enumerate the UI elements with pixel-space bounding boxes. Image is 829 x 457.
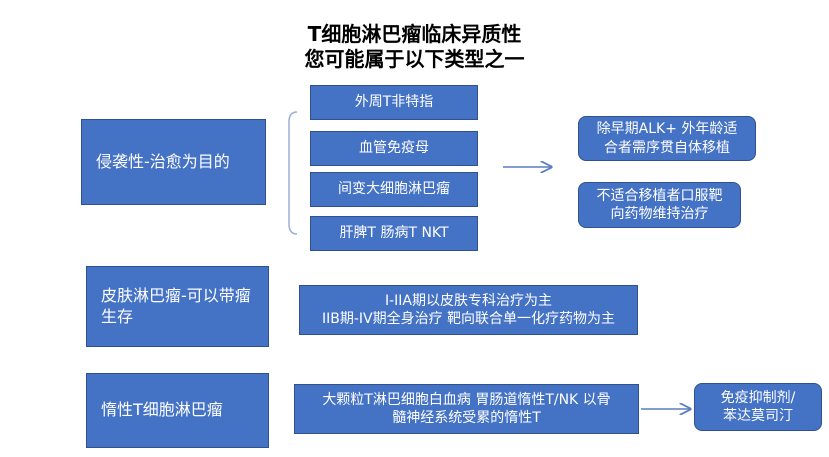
outcome-line: 不适合移植者口服靶	[596, 187, 723, 204]
outcome-indolent: 免疫抑制剂/ 苯达莫司汀	[694, 383, 822, 431]
category-invasive: 侵袭性-治愈为目的	[81, 119, 266, 205]
left-bracket	[288, 111, 298, 235]
subtype-label: 肝脾T 肠病T NKT	[339, 225, 449, 242]
subtypes-indolent: 大颗粒T淋巴细胞白血病 胃肠道惰性T/NK 以骨 髓神经系统受累的惰性T	[294, 384, 639, 434]
category-cutaneous: 皮肤淋巴瘤-可以带瘤 生存	[86, 266, 269, 347]
subtypes-indolent-line: 髓神经系统受累的惰性T	[392, 410, 541, 426]
subtype-label: 血管免疫母	[359, 140, 429, 157]
treatment-line: IIB期-IV期全身治疗 靶向联合单一化疗药物为主	[321, 311, 616, 327]
subtype-hstcl-eatl-nkt: 肝脾T 肠病T NKT	[310, 216, 478, 251]
outcome-indolent-line: 苯达莫司汀	[723, 408, 793, 424]
outcome-line: 向药物维持治疗	[610, 206, 709, 222]
outcome-oral-targeted: 不适合移植者口服靶 向药物维持治疗	[578, 182, 741, 228]
category-cutaneous-line: 皮肤淋巴瘤-可以带瘤	[101, 285, 251, 305]
subtype-label: 间变大细胞淋巴瘤	[338, 181, 450, 198]
category-cutaneous-line: 生存	[101, 306, 134, 326]
outcome-indolent-line: 免疫抑制剂/	[720, 389, 796, 406]
subtype-label: 外周T非特指	[354, 94, 434, 111]
category-invasive-label: 侵袭性-治愈为目的	[96, 151, 230, 171]
title-line-1: T细胞淋巴瘤临床异质性	[307, 22, 522, 46]
subtype-alcl: 间变大细胞淋巴瘤	[310, 172, 478, 207]
treatment-line: I-IIA期以皮肤专科治疗为主	[384, 292, 552, 309]
title-line-2: 您可能属于以下类型之一	[304, 47, 525, 71]
category-indolent-label: 惰性T细胞淋巴瘤	[101, 400, 223, 420]
diagram-title: T细胞淋巴瘤临床异质性 您可能属于以下类型之一	[0, 22, 829, 72]
outcome-transplant: 除早期ALK+ 外年龄适 合者需序贯自体移植	[578, 116, 756, 161]
outcome-line: 合者需序贯自体移植	[604, 139, 730, 156]
outcome-line: 除早期ALK+ 外年龄适	[596, 121, 738, 138]
category-indolent: 惰性T细胞淋巴瘤	[86, 373, 269, 448]
treatment-cutaneous: I-IIA期以皮肤专科治疗为主 IIB期-IV期全身治疗 靶向联合单一化疗药物为…	[299, 285, 638, 335]
subtype-aitl: 血管免疫母	[310, 131, 478, 166]
subtypes-indolent-line: 大颗粒T淋巴细胞白血病 胃肠道惰性T/NK 以骨	[322, 391, 611, 408]
subtype-ptcl-nos: 外周T非特指	[310, 85, 478, 120]
